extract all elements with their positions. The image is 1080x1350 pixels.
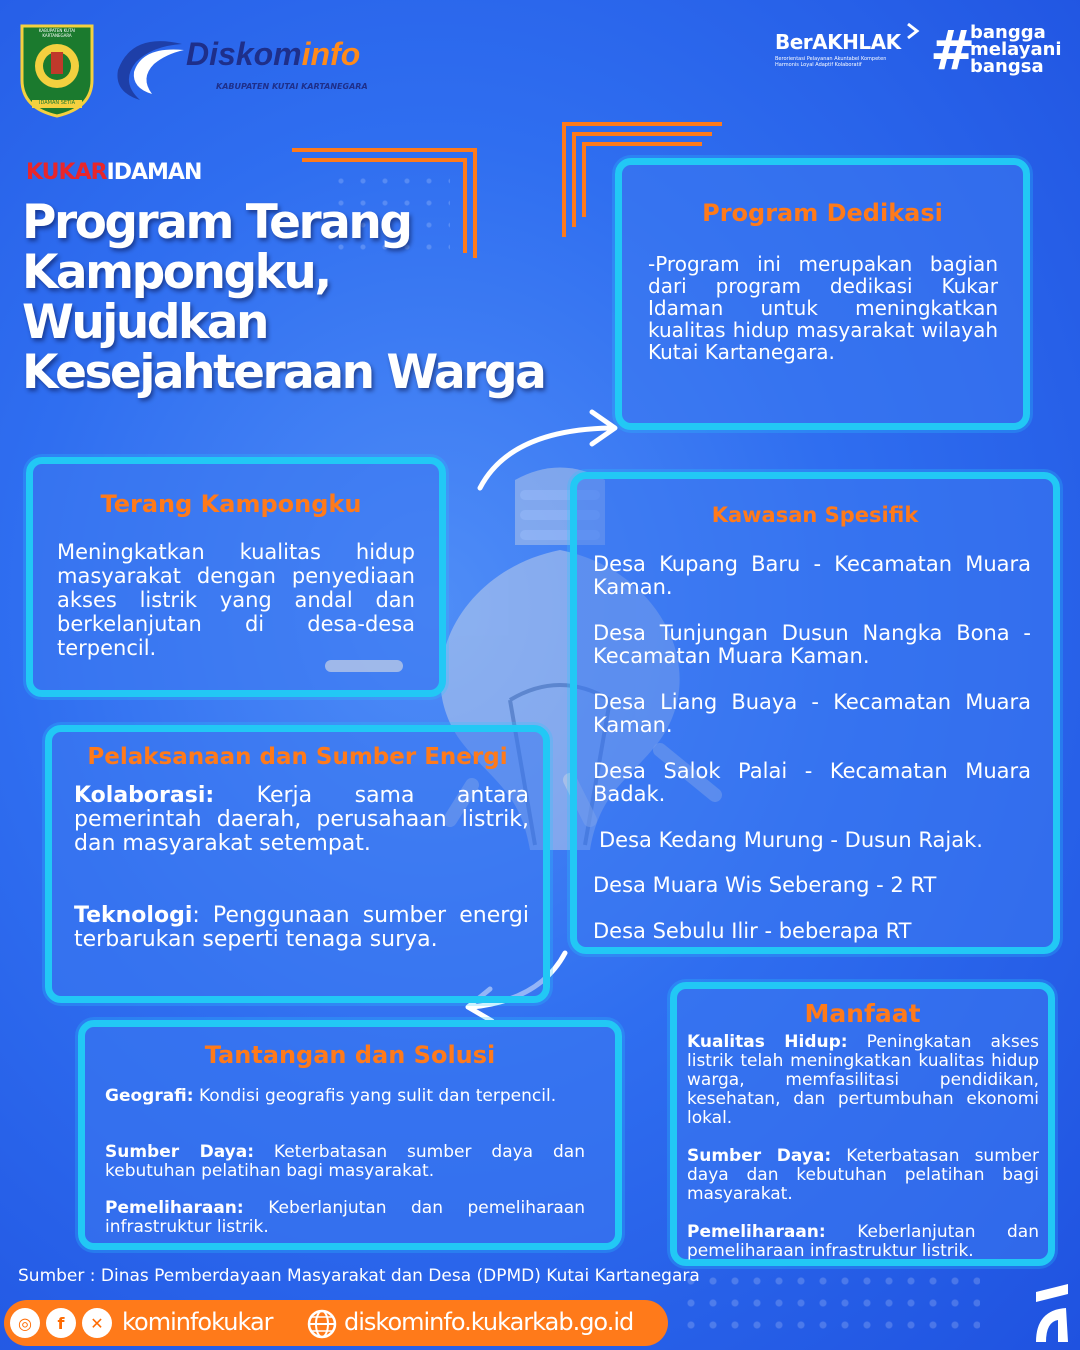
- idaman-label: IDAMAN: [106, 160, 203, 185]
- terang-kampongku-text: Meningkatkan kualitas hidup masyarakat d…: [57, 540, 415, 660]
- manfaat-sumber-paragraph: Sumber Daya: Keterbatasan sumber daya da…: [687, 1147, 1039, 1204]
- hashtag-icon: #: [930, 19, 976, 82]
- berakhlak-sub2: Harmonis Loyal Adaptif Kolaboratif: [775, 62, 862, 68]
- kawasan-item-7: Desa Sebulu Ilir - beberapa RT: [593, 919, 912, 943]
- page-title: Program Terang Kampongku, Wujudkan Kesej…: [22, 195, 547, 400]
- x-twitter-icon[interactable]: ✕: [82, 1308, 112, 1338]
- kualitas-label: Kualitas Hidup:: [687, 1032, 848, 1052]
- program-dedikasi-text: -Program ini merupakan bagian dari progr…: [648, 252, 998, 364]
- pelaksanaan-card: Pelaksanaan dan Sumber Energi Kolaborasi…: [45, 725, 550, 1003]
- manfaat-title: Manfaat: [804, 999, 921, 1028]
- pelaksanaan-title: Pelaksanaan dan Sumber Energi: [87, 744, 508, 770]
- manfaat-sumber-text: Keterbatasan sumber daya dan kebutuhan p…: [687, 1146, 1039, 1204]
- bangga-melayani-logo: # bangga melayani bangsa: [930, 19, 1070, 88]
- title-line-2: Kampongku,: [22, 245, 332, 300]
- kukar-label: KUKAR: [26, 160, 108, 185]
- source-credit: Sumber : Dinas Pemberdayaan Masyarakat d…: [18, 1266, 700, 1286]
- tantangan-card: Tantangan dan Solusi Geografi: Kondisi g…: [78, 1020, 622, 1250]
- bangga-line2: melayani: [970, 39, 1062, 61]
- manfaat-pemeliharaan-paragraph: Pemeliharaan: Keberlanjutan dan pemeliha…: [687, 1223, 1039, 1261]
- kolaborasi-label: Kolaborasi:: [74, 783, 215, 808]
- geografi-label: Geografi:: [105, 1086, 194, 1106]
- program-dedikasi-card: Program Dedikasi -Program ini merupakan …: [615, 158, 1030, 430]
- bangga-line3: bangsa: [970, 56, 1044, 78]
- kawasan-item-5: Desa Kedang Murung - Dusun Rajak.: [599, 828, 983, 852]
- title-line-4: Kesejahteraan Warga: [22, 345, 547, 400]
- tantangan-pemeliharaan-text: Keberlanjutan dan pemeliharaan infrastru…: [105, 1198, 585, 1237]
- berakhlak-chevron-icon: [907, 22, 920, 40]
- teknologi-paragraph: Teknologi: Penggunaan sumber energi terb…: [74, 904, 529, 952]
- facebook-icon[interactable]: f: [46, 1308, 76, 1338]
- berakhlak-logo: BerAKHLAK Berorientasi Pelayanan Akuntab…: [775, 22, 925, 90]
- kukar-idaman-tag: KUKARIDAMAN: [26, 160, 203, 185]
- teknologi-text: : Penggunaan sumber energi terbarukan se…: [74, 903, 529, 952]
- globe-icon: [307, 1309, 337, 1339]
- kolaborasi-text: Kerja sama antara pemerintah daerah, per…: [74, 783, 529, 856]
- kawasan-item-1: Desa Kupang Baru - Kecamatan Muara Kaman…: [593, 552, 1031, 599]
- geografi-text: Kondisi geografis yang sulit dan terpenc…: [193, 1086, 557, 1106]
- tantangan-sumber-label: Sumber Daya:: [105, 1142, 254, 1162]
- title-line-1: Program Terang: [22, 195, 413, 250]
- tantangan-pemeliharaan-label: Pemeliharaan:: [105, 1198, 244, 1218]
- footer-bar: ◎ f ✕ kominfokukar diskominfo.kukarkab.g…: [4, 1300, 668, 1346]
- diskominfo-main-text: Diskom: [186, 36, 302, 72]
- decor-dots-top: [330, 170, 450, 260]
- corner-brand-icon: [1036, 1284, 1068, 1342]
- card-divider-bar: [325, 660, 403, 672]
- tantangan-sumber-text: Keterbatasan sumber daya dan kebutuhan p…: [105, 1142, 585, 1181]
- seal-title-text: KABUPATEN KUTAI KARTANEGARA: [38, 28, 76, 38]
- kualitas-paragraph: Kualitas Hidup: Peningkatan akses listri…: [687, 1033, 1039, 1128]
- title-line-3: Wujudkan: [22, 295, 269, 350]
- instagram-icon[interactable]: ◎: [10, 1308, 40, 1338]
- diskominfo-logo: Diskominfo KABUPATEN KUTAI KARTANEGARA: [112, 32, 382, 104]
- manfaat-card: Manfaat Kualitas Hidup: Peningkatan akse…: [670, 982, 1055, 1266]
- kawasan-spesifik-title: Kawasan Spesifik: [711, 503, 919, 527]
- tantangan-pemeliharaan-paragraph: Pemeliharaan: Keberlanjutan dan pemeliha…: [105, 1199, 585, 1237]
- curved-arrow-up-icon: [477, 409, 618, 491]
- decor-dots-bottom: [680, 1270, 980, 1340]
- diskominfo-subtitle: KABUPATEN KUTAI KARTANEGARA: [216, 82, 368, 91]
- bangga-text: bangga melayani bangsa: [970, 22, 1062, 78]
- bangga-line1: bangga: [970, 22, 1046, 43]
- terang-kampongku-title: Terang Kampongku: [100, 490, 362, 518]
- kawasan-item-6: Desa Muara Wis Seberang - 2 RT: [593, 873, 937, 897]
- tantangan-title: Tantangan dan Solusi: [204, 1041, 496, 1069]
- berakhlak-title: BerAKHLAK: [775, 30, 901, 54]
- geografi-paragraph: Geografi: Kondisi geografis yang sulit d…: [105, 1087, 585, 1106]
- manfaat-pemeliharaan-text: Keberlanjutan dan pemeliharaan infrastru…: [687, 1222, 1039, 1261]
- diskominfo-swirl-icon: [117, 41, 184, 100]
- seal-motto-text: IDAMAN SETIA: [38, 100, 75, 106]
- kualitas-text: Peningkatan akses listrik telah meningka…: [687, 1032, 1039, 1128]
- kawasan-item-4: Desa Salok Palai - Kecamatan Muara Badak…: [593, 759, 1031, 806]
- kawasan-item-3: Desa Liang Buaya - Kecamatan Muara Kaman…: [593, 690, 1031, 737]
- teknologi-label: Teknologi: [74, 903, 193, 928]
- regency-seal-logo: KABUPATEN KUTAI KARTANEGARA IDAMAN SETIA: [18, 20, 96, 118]
- program-dedikasi-title: Program Dedikasi: [702, 199, 943, 227]
- kawasan-spesifik-card: Kawasan Spesifik Desa Kupang Baru - Keca…: [570, 472, 1060, 954]
- terang-kampongku-card: Terang Kampongku Meningkatkan kualitas h…: [26, 457, 446, 697]
- kawasan-item-2: Desa Tunjungan Dusun Nangka Bona - Kecam…: [593, 621, 1031, 668]
- social-handle-link[interactable]: kominfokukar: [122, 1308, 274, 1336]
- manfaat-pemeliharaan-label: Pemeliharaan:: [687, 1222, 826, 1242]
- manfaat-sumber-label: Sumber Daya:: [687, 1146, 832, 1166]
- tantangan-sumber-paragraph: Sumber Daya: Keterbatasan sumber daya da…: [105, 1143, 585, 1181]
- berakhlak-sub1: Berorientasi Pelayanan Akuntabel Kompete…: [775, 56, 887, 62]
- website-link[interactable]: diskominfo.kukarkab.go.id: [344, 1308, 634, 1336]
- diskominfo-wordmark: Diskominfo: [186, 36, 360, 73]
- diskominfo-accent-text: info: [301, 36, 361, 72]
- kolaborasi-paragraph: Kolaborasi: Kerja sama antara pemerintah…: [74, 784, 529, 856]
